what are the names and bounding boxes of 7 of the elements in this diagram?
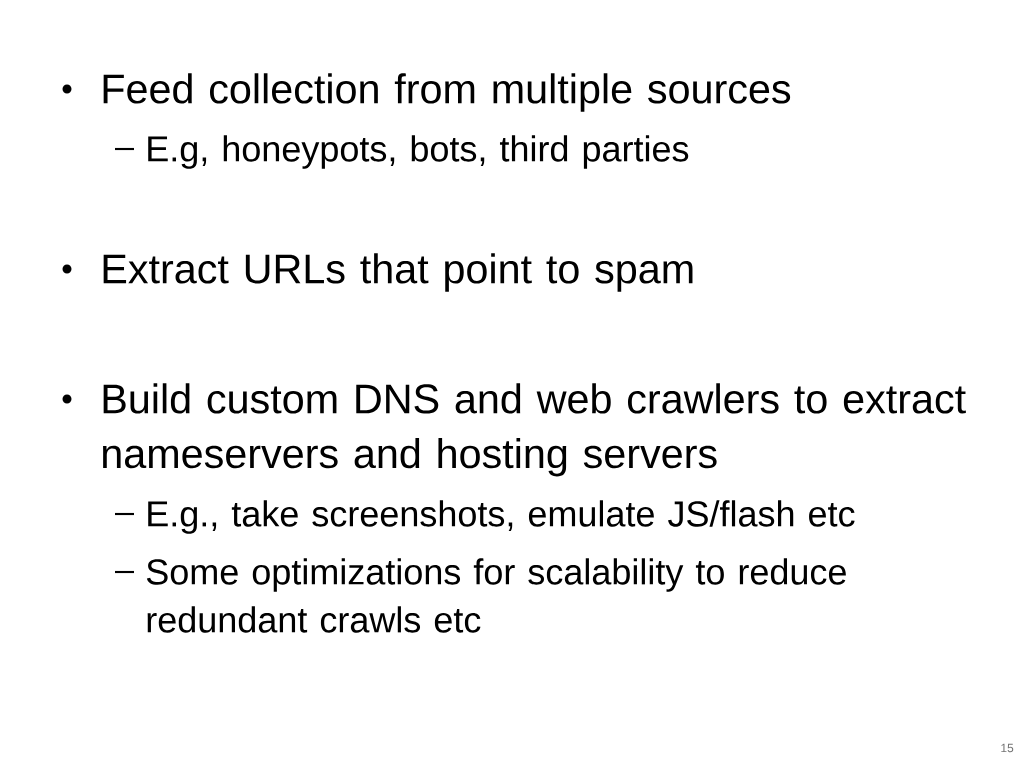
bullet-text: Build custom DNS and web crawlers to extract nameservers and hosting servers xyxy=(103,383,966,477)
bullet-text: Some optimizations for scalability to reduce redundant crawls etc xyxy=(146,558,846,633)
bullet-text: E.g, honeypots, bots, third parties xyxy=(148,135,689,169)
page-number: 15 xyxy=(1001,743,1014,753)
bullet-text: Feed collection from multiple sources xyxy=(103,73,791,112)
bullet-text: Extract URLs that point to spam xyxy=(103,253,693,292)
bullet-text: E.g., take screenshots, emulate JS/flash etc xyxy=(148,500,855,534)
